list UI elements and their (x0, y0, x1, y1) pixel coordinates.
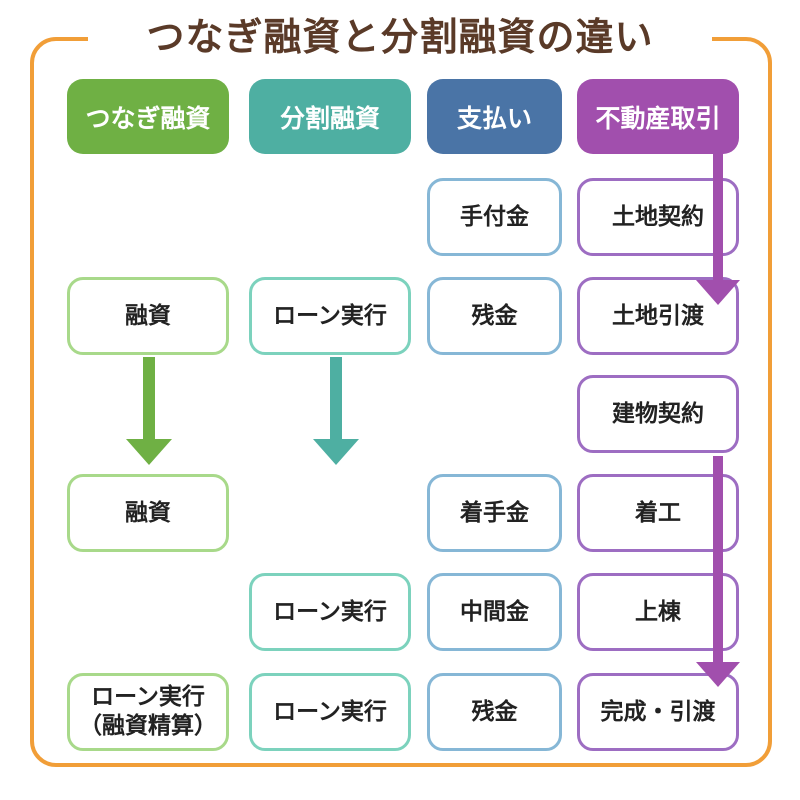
payment-box-balance-1-label: 残金 (471, 302, 518, 329)
payment-box-deposit: 手付金 (427, 178, 562, 256)
realestate-box-land-contract-label: 土地契約 (612, 203, 704, 230)
bunkatsu-box-execution-3-label: ローン実行 (273, 698, 387, 725)
bunkatsu-box-execution-2-label: ローン実行 (273, 598, 387, 625)
realestate-box-completion-handover: 完成・引渡 (577, 673, 739, 751)
realestate-box-construction-start-label: 着工 (635, 499, 681, 526)
bunkatsu-box-execution-2: ローン実行 (249, 573, 411, 651)
tsunagi-box-loan-2: 融資 (67, 474, 229, 552)
diagram-title: つなぎ融資と分割融資の違い (88, 8, 712, 66)
header-bunkatsu: 分割融資 (249, 79, 411, 154)
payment-box-balance-2: 残金 (427, 673, 562, 751)
realestate-box-land-contract: 土地契約 (577, 178, 739, 256)
realestate-box-construction-start: 着工 (577, 474, 739, 552)
realestate-box-land-handover: 土地引渡 (577, 277, 739, 355)
realestate-box-framework-complete-label: 上棟 (635, 598, 681, 625)
payment-box-balance-2-label: 残金 (471, 698, 518, 725)
realestate-box-land-handover-label: 土地引渡 (612, 302, 704, 329)
tsunagi-box-loan-2-label: 融資 (125, 499, 171, 526)
header-shiharai: 支払い (427, 79, 562, 154)
payment-box-interim-payment: 中間金 (427, 573, 562, 651)
realestate-box-framework-complete: 上棟 (577, 573, 739, 651)
header-tsunagi: つなぎ融資 (67, 79, 229, 154)
tsunagi-box-loan: 融資 (67, 277, 229, 355)
payment-box-start-payment: 着手金 (427, 474, 562, 552)
realestate-box-building-contract: 建物契約 (577, 375, 739, 453)
tsunagi-box-execution: ローン実行 （融資精算） (67, 673, 229, 751)
bunkatsu-box-execution-1-label: ローン実行 (273, 302, 387, 329)
bunkatsu-box-execution-3: ローン実行 (249, 673, 411, 751)
payment-box-deposit-label: 手付金 (460, 203, 529, 230)
tsunagi-box-execution-line2: （融資精算） (79, 713, 217, 739)
tsunagi-box-execution-line1: ローン実行 (91, 684, 205, 711)
realestate-box-building-contract-label: 建物契約 (612, 400, 704, 427)
payment-box-start-payment-label: 着手金 (460, 499, 529, 526)
tsunagi-box-loan-label: 融資 (125, 302, 171, 329)
payment-box-interim-payment-label: 中間金 (460, 598, 529, 625)
header-fudosan: 不動産取引 (577, 79, 739, 154)
payment-box-balance-1: 残金 (427, 277, 562, 355)
bunkatsu-box-execution-1: ローン実行 (249, 277, 411, 355)
realestate-box-completion-handover-label: 完成・引渡 (600, 698, 716, 725)
